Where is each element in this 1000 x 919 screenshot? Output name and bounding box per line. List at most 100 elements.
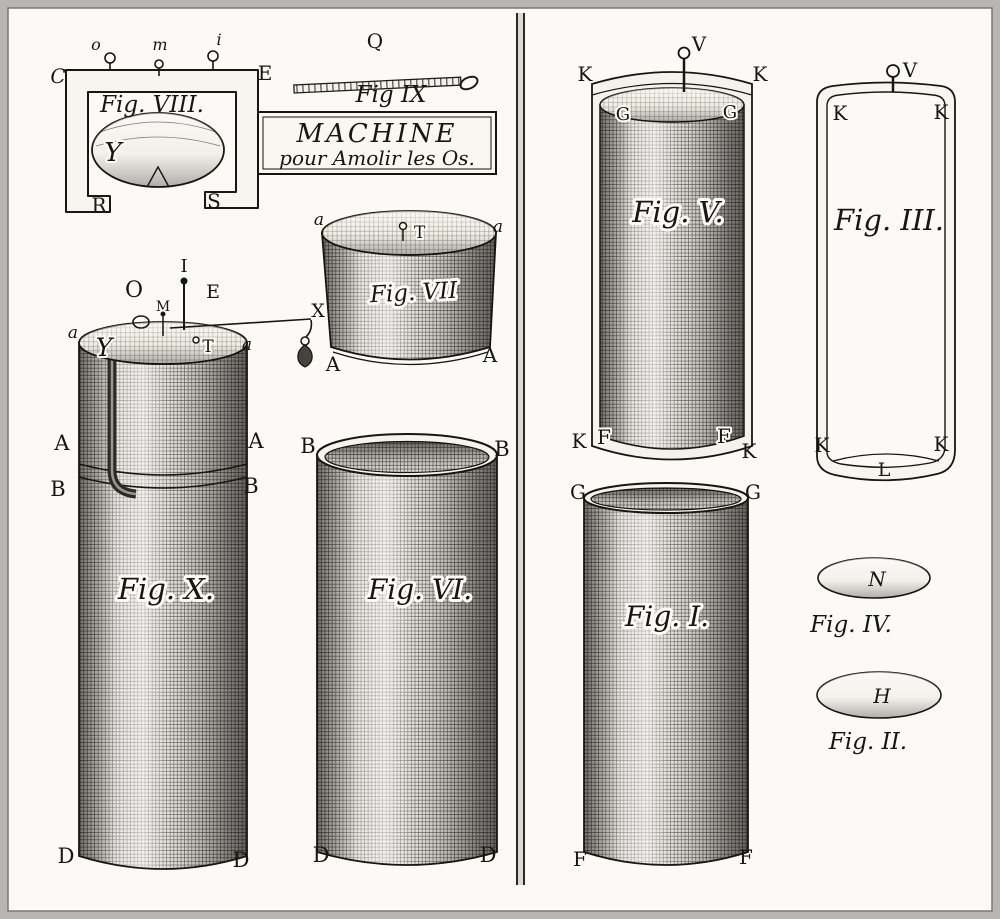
figure-ii: H Fig. II. — [816, 671, 942, 755]
fig7-bottom-rim — [332, 351, 489, 366]
fig8-lens-notch — [146, 165, 170, 188]
fig5-label-v: V — [691, 32, 707, 56]
fig4-label-n: N — [867, 567, 887, 591]
fig7-label-A-right: A — [482, 343, 498, 367]
figure-x: I O E M X a a Y T A A B B Fig. X. D D — [50, 256, 325, 872]
title-box: MACHINE pour Amolir les Os. — [257, 111, 497, 175]
fig8-label-m: m — [152, 35, 167, 54]
fig6-label-b-right: B — [494, 437, 509, 461]
divider-rod-fill — [516, 13, 525, 885]
figure-i: G G Fig. I. F F — [570, 480, 761, 871]
fig7-caption: Fig. VII — [368, 278, 459, 309]
fig8-screws — [104, 50, 219, 76]
title-box-outer — [257, 111, 497, 175]
fig2-disc-shade — [817, 672, 941, 718]
fig10-lid-screw — [192, 336, 200, 344]
fig10-label-d-right: D — [233, 848, 250, 872]
fig7-lid-shade — [322, 211, 496, 255]
divider-rod — [516, 13, 525, 885]
fig5-label-k-br: K — [742, 439, 758, 463]
fig8-label-e: E — [258, 61, 273, 85]
fig9-graduated-rod — [293, 76, 462, 94]
fig8-lens-hatching — [95, 121, 221, 147]
fig7-label-t: T — [414, 223, 426, 243]
fig10-label-i: I — [180, 256, 187, 277]
fig10-label-A-left: A — [53, 431, 70, 455]
fig3-label-k-br: K — [934, 432, 950, 456]
fig8-label-y: Y — [104, 138, 124, 168]
fig5-body-shade — [599, 103, 745, 450]
fig10-body-shade — [78, 341, 248, 870]
fig9-rod-eye — [459, 75, 479, 91]
fig1-label-f-left: F — [573, 847, 587, 871]
fig3-label-l: L — [878, 459, 891, 481]
fig6-label-d-left: D — [313, 843, 330, 867]
fig10-label-b-right: B — [243, 474, 258, 498]
figure-vii: T a a Fig. VII A A — [314, 210, 503, 376]
fig10-label-b-left: B — [50, 477, 65, 501]
fig5-label-k-bl: K — [572, 429, 588, 453]
fig5-rim-line — [591, 82, 753, 96]
machine-subtitle: pour Amolir les Os. — [279, 146, 475, 170]
fig8-caption: Fig. VIII. — [99, 92, 204, 118]
fig10-collar-band — [78, 463, 248, 489]
fig7-label-A-left: A — [325, 352, 341, 376]
fig8-lens-shade — [92, 113, 224, 187]
fig8-label-s: S — [207, 189, 221, 213]
fig5-label-f-bl: F — [597, 425, 611, 449]
fig5-label-k-tl: K — [578, 62, 594, 86]
fig10-label-a-left: a — [68, 323, 78, 343]
fig10-label-A-right: A — [247, 429, 264, 453]
fig7-screw-head — [398, 221, 408, 231]
fig5-caption: Fig. V. — [631, 195, 724, 229]
fig9-label-q: Q — [367, 29, 383, 53]
fig10-label-t: T — [202, 337, 214, 357]
fig9-caption: Fig IX — [355, 82, 428, 108]
figure-iii: V K K Fig. III. K K L — [815, 58, 956, 482]
fig10-small-pin-head — [160, 311, 166, 317]
fig1-label-g-right: G — [745, 480, 761, 504]
fig3-label-v: V — [902, 58, 918, 82]
fig10-side-tube-highlight — [110, 352, 137, 496]
fig5-label-k-tr: K — [753, 62, 769, 86]
fig7-label-a-right: a — [493, 217, 503, 237]
fig10-label-m: M — [156, 299, 170, 315]
fig3-caption: Fig. III. — [833, 203, 944, 237]
figure-iv: N Fig. IV. — [809, 557, 931, 638]
fig5-label-g-left: G — [616, 104, 630, 125]
fig10-label-y: Y — [96, 333, 115, 362]
fig1-caption: Fig. I. — [624, 600, 709, 633]
fig5-label-g-right: G — [723, 102, 737, 123]
title-box-inner — [262, 116, 492, 170]
fig8-label-c: C — [50, 64, 65, 88]
fig1-label-f-right: F — [739, 845, 753, 869]
fig3-label-k-tr: K — [934, 100, 950, 124]
fig6-body-shade — [316, 453, 498, 866]
figure-ix: Q Fig IX — [293, 29, 479, 108]
fig1-body-shade — [583, 496, 749, 866]
fig6-label-b-left: B — [300, 434, 315, 458]
fig6-interior-shade — [325, 441, 489, 473]
fig8-label-r: R — [91, 193, 107, 217]
fig4-caption: Fig. IV. — [809, 612, 892, 638]
fig10-label-x: X — [311, 300, 325, 322]
figure-viii: o m i C E Fig. VIII. Y R S — [50, 30, 272, 217]
figure-vi: B B Fig. VI. D D — [300, 433, 510, 867]
fig6-caption: Fig. VI. — [367, 573, 472, 606]
fig10-valve-pin-head — [180, 277, 188, 285]
fig10-label-e: E — [206, 281, 220, 303]
fig2-caption: Fig. II. — [828, 729, 907, 755]
fig4-disc-shade — [818, 558, 930, 598]
fig9-rod-body — [293, 76, 462, 94]
divider-rod-lines — [516, 13, 525, 885]
machine-title: MACHINE — [296, 119, 458, 149]
fig3-bottom-curve — [832, 453, 940, 462]
fig5-label-f-br: F — [717, 424, 731, 448]
fig3-inner-wall — [826, 91, 946, 468]
fig5-lid-shade — [600, 88, 744, 122]
fig10-counterweight — [297, 344, 313, 368]
fig10-lever-arm — [169, 318, 313, 338]
fig8-press-frame — [65, 69, 259, 213]
